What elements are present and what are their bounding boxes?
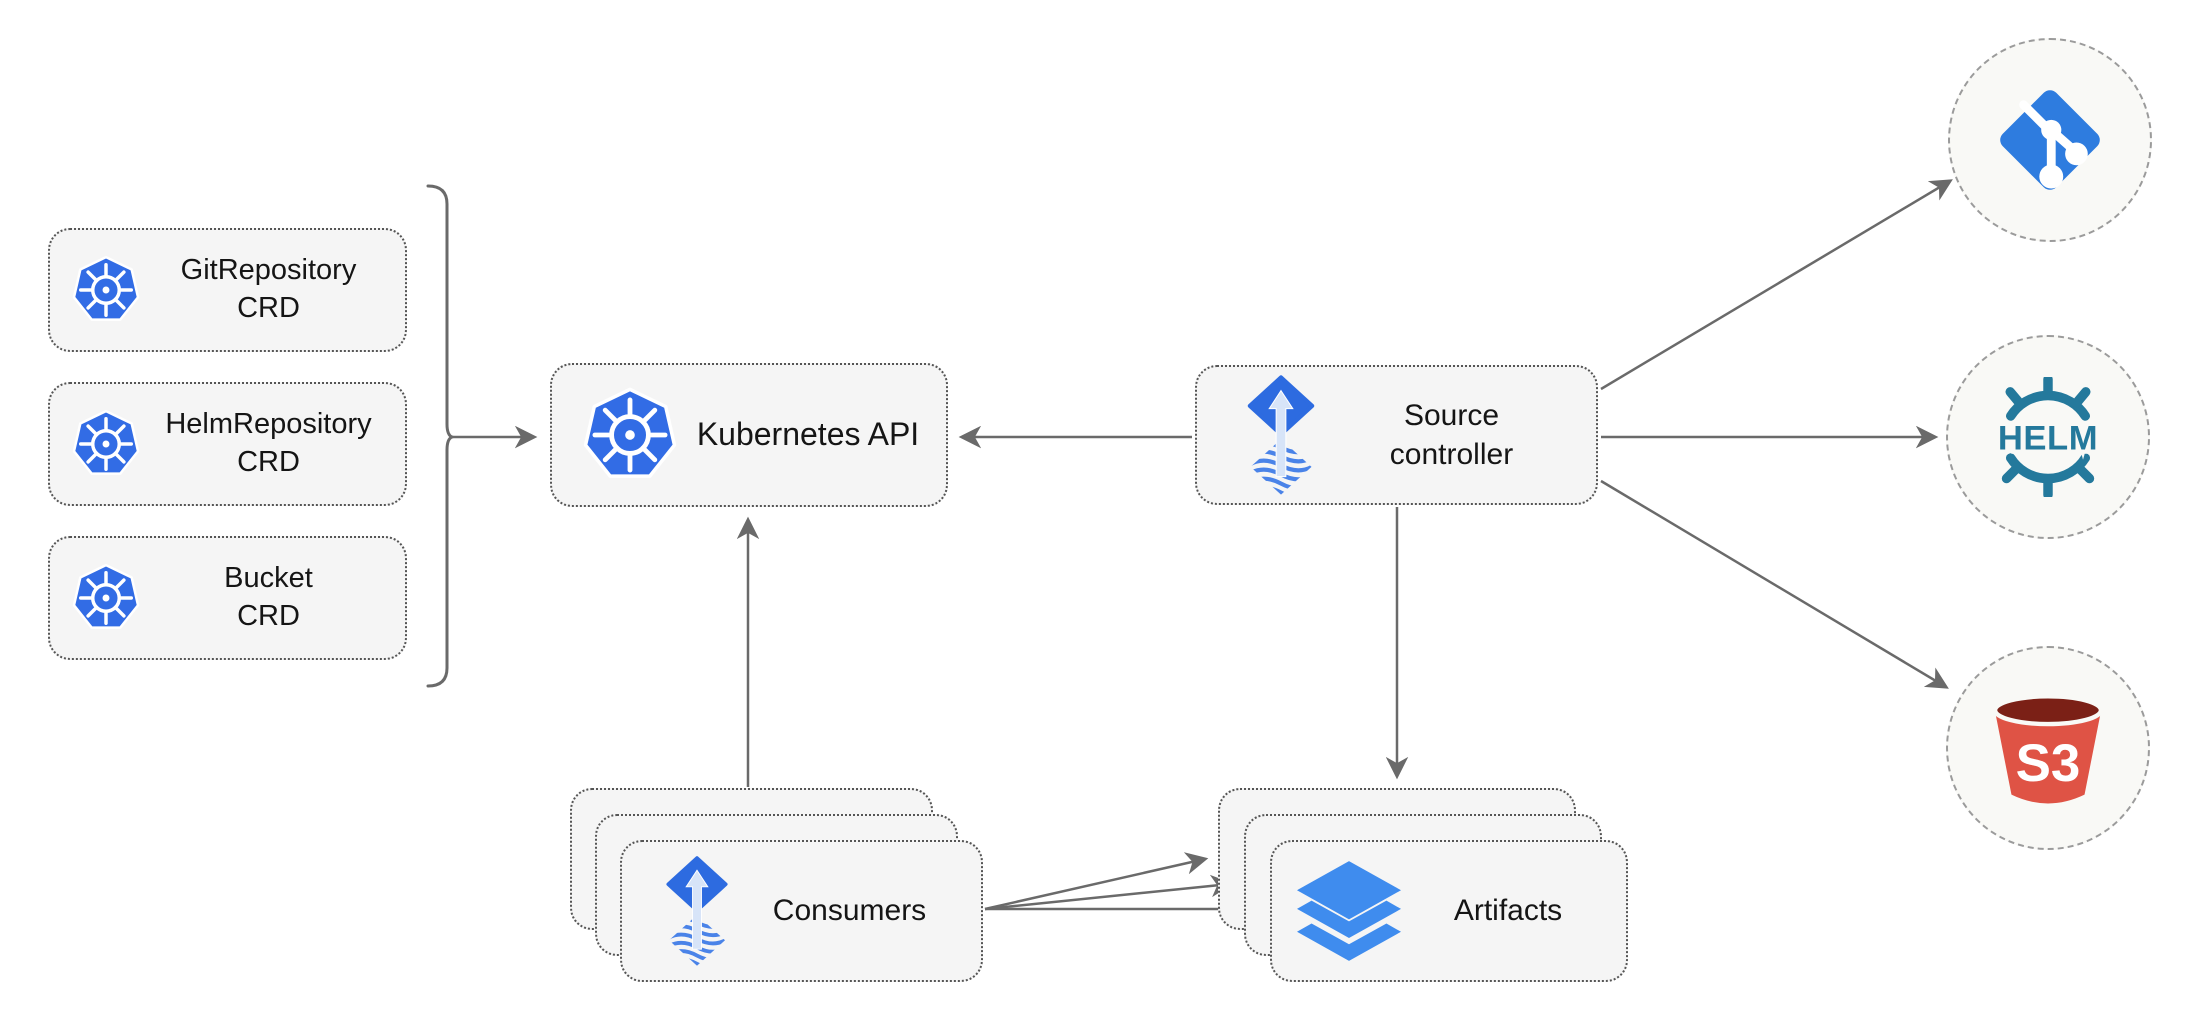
bucket-crd-node: Bucket CRD: [48, 536, 407, 660]
source-controller-label: Source controller: [1389, 399, 1514, 471]
arrow-consumers-to-artifacts-middle: [984, 874, 1234, 911]
kubernetes-api-label: Kubernetes API: [696, 416, 920, 453]
s3-bucket-icon: [1985, 685, 2111, 811]
bucket-crd-label: Bucket CRD: [224, 562, 313, 632]
git-repository-circle: [1948, 38, 2152, 242]
arrow-consumers-to-artifacts-back: [984, 852, 1209, 911]
kubernetes-api-node: Kubernetes API: [550, 363, 948, 507]
artifacts-label: Artifacts: [1453, 894, 1563, 927]
gitrepository-crd-label: GitRepository CRD: [180, 254, 357, 324]
helm-repository-circle: [1946, 335, 2150, 539]
layers-icon: [1296, 859, 1402, 963]
kubernetes-icon: [70, 254, 142, 326]
helmrepository-crd-node: HelmRepository CRD: [48, 382, 407, 506]
git-icon: [1987, 77, 2113, 203]
flux-icon: [1245, 374, 1317, 496]
helmrepository-crd-label: HelmRepository CRD: [165, 408, 372, 478]
s3-bucket-circle: [1946, 646, 2150, 850]
flux-icon: [664, 855, 730, 967]
kubernetes-icon: [70, 408, 142, 480]
consumers-node: Consumers: [620, 840, 983, 982]
gitrepository-crd-node: GitRepository CRD: [48, 228, 407, 352]
crd-group-bracket: [426, 184, 457, 688]
artifacts-node: Artifacts: [1270, 840, 1628, 982]
source-controller-node: Source controller: [1195, 365, 1598, 505]
consumers-label: Consumers: [772, 894, 927, 927]
arrow-source-controller-to-git: [1600, 179, 1953, 391]
helm-icon: [1985, 377, 2111, 497]
arrow-source-controller-to-s3: [1600, 479, 1949, 689]
kubernetes-icon: [70, 562, 142, 634]
kubernetes-icon: [580, 385, 680, 485]
